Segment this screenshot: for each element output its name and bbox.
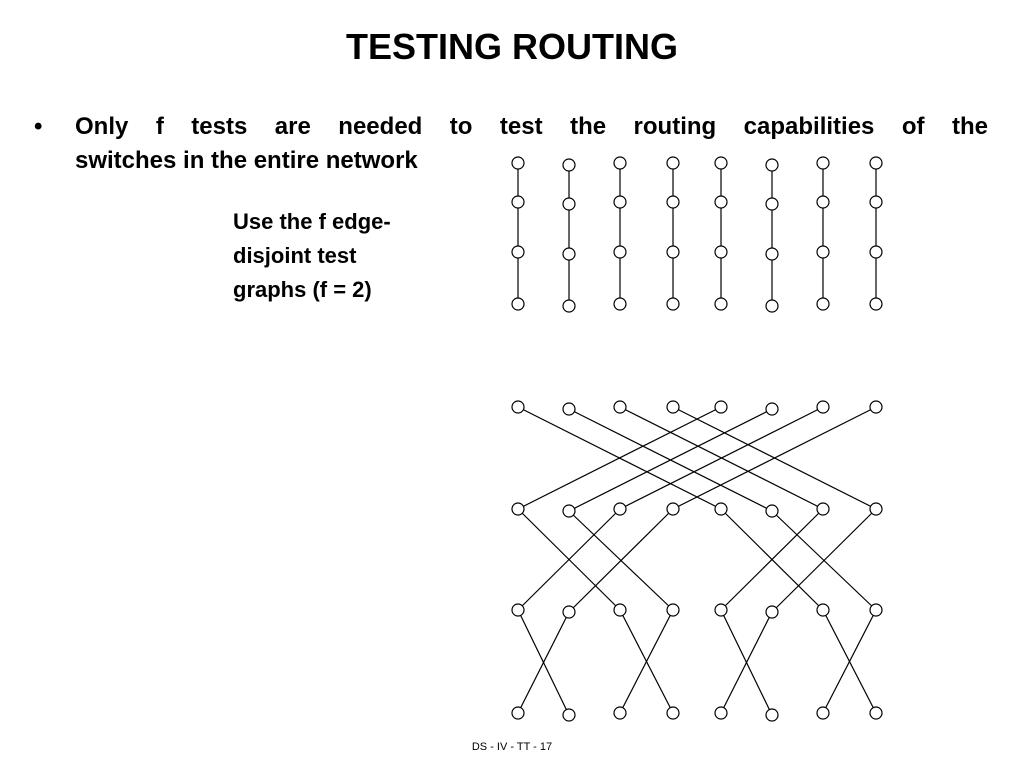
graph1-node	[869, 156, 883, 170]
graph2-node	[511, 706, 525, 720]
graph2-node	[613, 603, 627, 617]
graph2-node	[562, 402, 576, 416]
graph2-node	[613, 502, 627, 516]
test-graph-2	[511, 400, 883, 722]
graph1-node	[816, 156, 830, 170]
graph1-node	[562, 299, 576, 313]
graph2-node	[666, 706, 680, 720]
graph1-node	[613, 156, 627, 170]
graph1-node	[714, 156, 728, 170]
graph1-node	[869, 195, 883, 209]
graph2-node	[666, 502, 680, 516]
graph2-node	[869, 502, 883, 516]
graph1-node	[613, 195, 627, 209]
graph1-node	[666, 297, 680, 311]
bullet-line-1: Only f tests are needed to test the rout…	[75, 113, 988, 140]
graph1-node	[666, 245, 680, 259]
graph1-node	[666, 195, 680, 209]
graph2-node	[562, 504, 576, 518]
graph1-node	[765, 158, 779, 172]
graph2-edge	[822, 609, 877, 714]
graph2-edge	[619, 609, 674, 714]
graph2-node	[869, 400, 883, 414]
graph2-edge	[771, 508, 877, 613]
graph1-node	[869, 297, 883, 311]
graph2-edge	[568, 508, 674, 613]
graph2-node	[714, 706, 728, 720]
graph2-node	[765, 504, 779, 518]
graph2-edge	[672, 406, 877, 510]
graph2-edge	[517, 611, 570, 714]
graph1-node	[562, 197, 576, 211]
graph2-edge	[720, 508, 824, 611]
graph2-edge	[517, 406, 722, 510]
graph2-node	[714, 603, 728, 617]
bullet-marker: •	[34, 113, 43, 140]
test-graph-1	[511, 156, 883, 313]
bullet-text: Only f tests are needed to test the rout…	[75, 110, 988, 178]
graph2-node	[666, 603, 680, 617]
graph2-node	[765, 402, 779, 416]
slide-title: TESTING ROUTING	[346, 26, 678, 67]
graph1-node	[816, 297, 830, 311]
graph2-node	[869, 706, 883, 720]
graph1-node	[714, 245, 728, 259]
graph2-node	[714, 400, 728, 414]
graph2-node	[765, 708, 779, 722]
graph1-node	[869, 245, 883, 259]
graph2-node	[562, 708, 576, 722]
graph1-node	[816, 245, 830, 259]
graph2-node	[765, 605, 779, 619]
graph1-node	[765, 247, 779, 261]
graph1-node	[816, 195, 830, 209]
graph2-node	[562, 605, 576, 619]
graph2-edge	[619, 406, 824, 510]
graph1-node	[765, 197, 779, 211]
graph1-node	[613, 245, 627, 259]
graph2-node	[816, 706, 830, 720]
graph2-node	[869, 603, 883, 617]
graph1-node	[714, 297, 728, 311]
graph2-node	[613, 400, 627, 414]
graph1-node	[562, 158, 576, 172]
graph1-node	[666, 156, 680, 170]
graph1-node	[562, 247, 576, 261]
graph2-node	[511, 400, 525, 414]
graph2-node	[666, 400, 680, 414]
graph2-edge	[720, 611, 773, 714]
graph2-node	[714, 502, 728, 516]
graph2-node	[511, 603, 525, 617]
graph2-node	[511, 502, 525, 516]
graph1-node	[613, 297, 627, 311]
graph2-node	[613, 706, 627, 720]
graph1-node	[511, 297, 525, 311]
graph2-edge	[517, 508, 621, 611]
graph2-node	[816, 603, 830, 617]
bullet-line-2: switches in the entire network	[75, 147, 418, 174]
graph1-node	[714, 195, 728, 209]
test-graphs-note: Use the f edge- disjoint test graphs (f …	[233, 209, 391, 302]
graph1-node	[511, 245, 525, 259]
slide-footer: DS - IV - TT - 17	[471, 741, 553, 753]
graph2-node	[816, 502, 830, 516]
graph1-node	[511, 156, 525, 170]
graph2-edge	[568, 408, 773, 512]
graph2-node	[816, 400, 830, 414]
graph1-node	[511, 195, 525, 209]
graph1-node	[765, 299, 779, 313]
